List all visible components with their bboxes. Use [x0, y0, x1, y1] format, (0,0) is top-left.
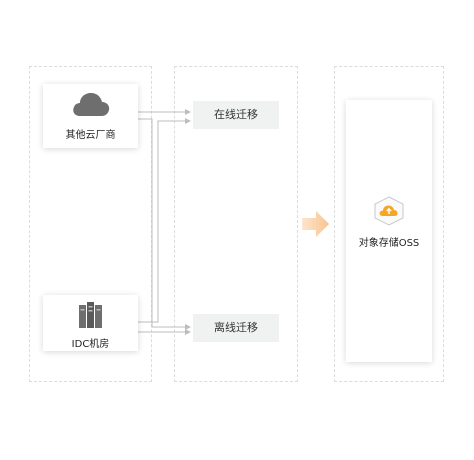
connector-idc-online [138, 118, 191, 323]
flow-arrow-icon [302, 211, 329, 237]
connector-cloud-offline [138, 118, 191, 330]
migration-offline-box: 离线迁移 [193, 314, 279, 342]
source-label-other-cloud: 其他云厂商 [65, 130, 116, 141]
target-card-oss: 对象存储OSS [346, 100, 432, 362]
migration-label-offline: 离线迁移 [214, 321, 258, 334]
source-label-idc: IDC机房 [71, 339, 110, 350]
source-card-other-cloud: 其他云厂商 [43, 84, 138, 148]
target-label-oss: 对象存储OSS [358, 238, 420, 249]
source-card-idc: IDC机房 [43, 295, 138, 351]
cloud-icon [73, 93, 110, 116]
migration-online-box: 在线迁移 [193, 101, 279, 129]
target-panel [334, 66, 444, 382]
migration-label-online: 在线迁移 [214, 108, 258, 121]
oss-cloud-upload-icon [374, 196, 404, 226]
migration-panel [174, 66, 298, 382]
server-rack-icon [79, 302, 102, 328]
